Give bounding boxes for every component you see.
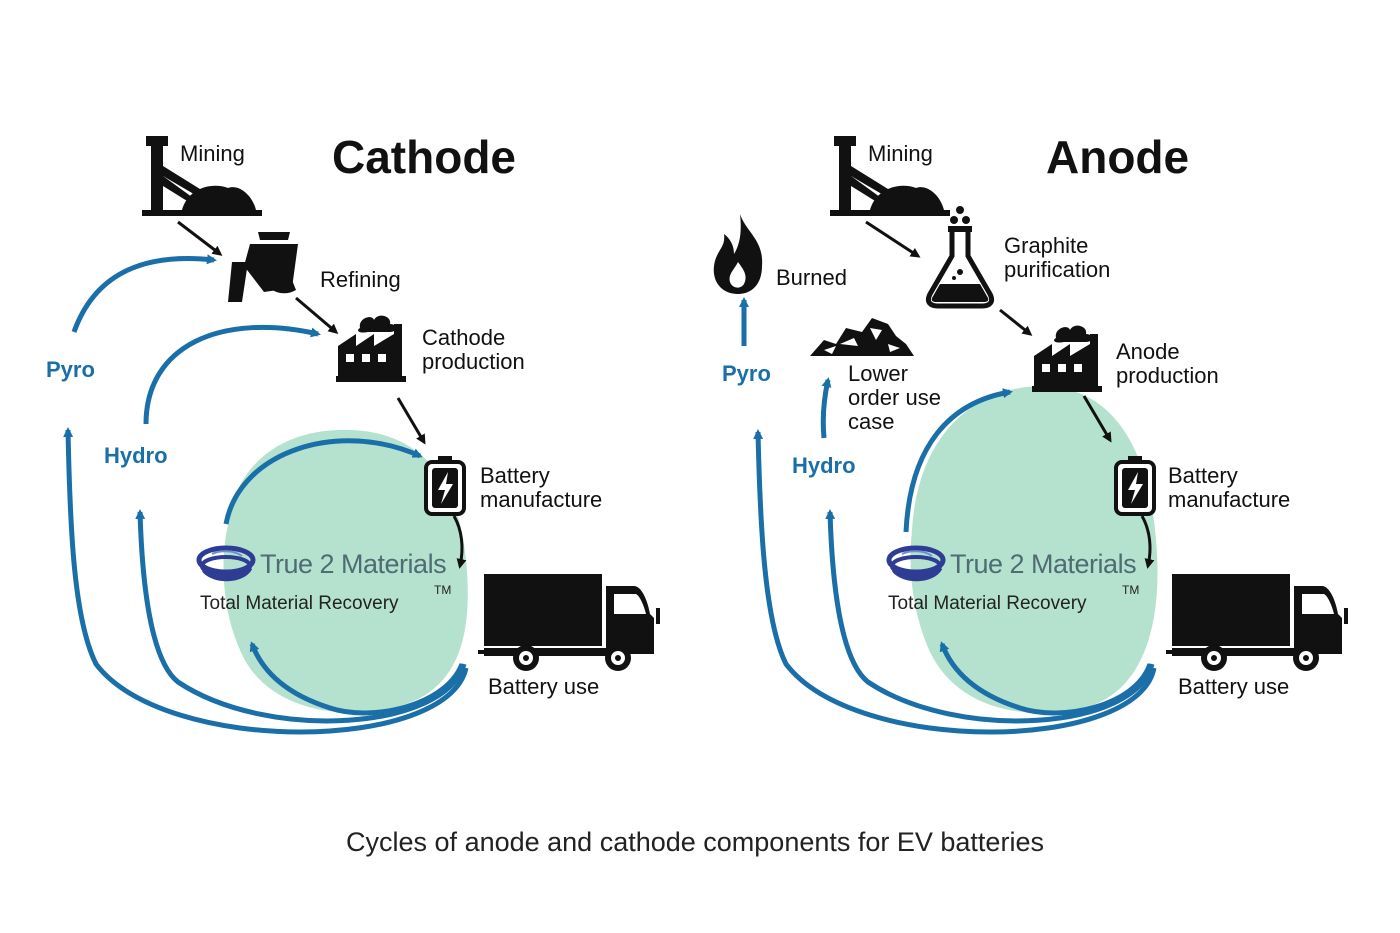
cathode-manufacture-label: Battery manufacture	[480, 463, 603, 513]
cathode-hydro-label: Hydro	[104, 443, 168, 468]
cathode-use-label: Battery use	[488, 674, 600, 699]
flame-icon	[713, 214, 763, 294]
cathode-recovery-label: Total Material Recovery	[200, 593, 399, 614]
cathode-panel	[63, 136, 660, 735]
anode-trademark: TM	[1122, 583, 1140, 597]
anode-title: Anode	[1046, 131, 1190, 183]
truck-icon	[478, 574, 660, 671]
cathode-title: Cathode	[332, 131, 516, 183]
anode-manufacture-label: Battery manufacture	[1168, 463, 1291, 513]
anode-brand-name: True 2 Materials	[950, 549, 1137, 579]
cathode-refining-label: Refining	[320, 267, 401, 292]
cathode-pyro-label: Pyro	[46, 357, 95, 382]
anode-purification-label: Graphite purification	[1004, 233, 1111, 283]
anode-panel	[713, 136, 1348, 735]
anode-burned-label: Burned	[776, 265, 847, 290]
battery-icon	[424, 454, 466, 516]
anode-hydro-label: Hydro	[792, 453, 856, 478]
anode-lower-order-label: Lower order use case	[848, 361, 941, 435]
refinery-bucket-icon	[228, 232, 298, 302]
anode-recovery-label: Total Material Recovery	[888, 593, 1087, 614]
factory-icon	[336, 315, 406, 382]
cathode-recovery-area	[223, 429, 468, 713]
cathode-trademark: TM	[434, 583, 452, 597]
anode-recovery-area	[910, 386, 1158, 713]
truck-icon	[1166, 574, 1348, 671]
anode-production-label: Anode production	[1116, 339, 1219, 389]
factory-icon	[1032, 325, 1102, 392]
battery-icon	[1114, 454, 1156, 516]
cathode-mining-label: Mining	[180, 141, 245, 166]
anode-mining-label: Mining	[868, 141, 933, 166]
coal-pile-icon	[810, 318, 914, 356]
figure-caption: Cycles of anode and cathode components f…	[346, 827, 1044, 857]
cathode-production-label: Cathode production	[422, 325, 525, 375]
anode-use-label: Battery use	[1178, 674, 1290, 699]
flask-icon	[925, 206, 995, 309]
anode-pyro-label: Pyro	[722, 361, 771, 386]
cathode-brand-name: True 2 Materials	[260, 549, 447, 579]
